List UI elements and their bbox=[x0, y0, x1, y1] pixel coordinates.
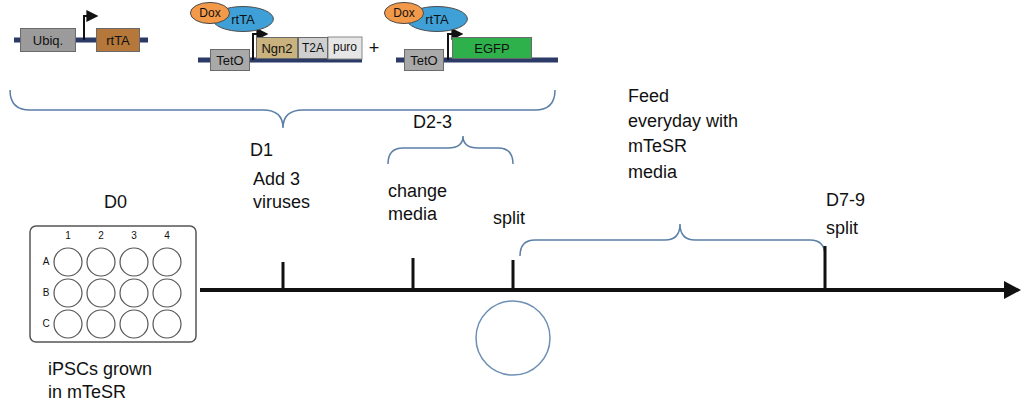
well bbox=[153, 279, 181, 307]
gene-label: puro bbox=[329, 40, 361, 54]
well bbox=[87, 310, 115, 338]
node-label: rtTA bbox=[425, 13, 449, 26]
step-label: split bbox=[493, 208, 525, 230]
culture-dish bbox=[476, 301, 550, 375]
well bbox=[153, 310, 181, 338]
teto-box: TetO bbox=[210, 49, 250, 71]
timeline bbox=[200, 288, 1006, 292]
teto-box: TetO bbox=[404, 49, 444, 71]
row-letter: B bbox=[40, 287, 52, 299]
step-label: split bbox=[826, 218, 858, 240]
node-label: Dox bbox=[393, 7, 414, 19]
well-plate bbox=[30, 226, 196, 342]
node-label: Ubiq. bbox=[33, 34, 63, 47]
step-label: Add 3 viruses bbox=[253, 168, 325, 215]
brace bbox=[10, 90, 555, 128]
well bbox=[54, 310, 82, 338]
node-label: TetO bbox=[216, 54, 243, 67]
oval-fill bbox=[384, 2, 423, 23]
well bbox=[120, 310, 148, 338]
oval-fill bbox=[213, 7, 274, 32]
wells bbox=[54, 248, 181, 338]
t2a-box: T2A bbox=[298, 37, 328, 59]
well bbox=[120, 279, 148, 307]
plus-sign: + bbox=[364, 38, 384, 60]
node-label: Ngn2 bbox=[261, 42, 292, 55]
node-label: TetO bbox=[410, 54, 437, 67]
tick bbox=[824, 246, 827, 290]
day-label: D7-9 bbox=[826, 190, 865, 212]
column-number: 2 bbox=[95, 230, 107, 242]
promoter-arrow bbox=[84, 16, 96, 40]
column-number: 1 bbox=[62, 230, 74, 242]
oval-fill bbox=[407, 7, 468, 32]
tick bbox=[512, 260, 515, 290]
brace bbox=[388, 136, 513, 164]
dox-oval: Dox bbox=[384, 2, 424, 24]
well bbox=[120, 248, 148, 276]
puro-segment bbox=[328, 37, 362, 59]
oval-fill bbox=[190, 2, 229, 23]
promoter-box: Ubiq. bbox=[20, 28, 76, 52]
node-label: rtTA bbox=[231, 13, 255, 26]
step-label: change media bbox=[388, 180, 458, 227]
gene-box: Ngn2 bbox=[256, 37, 298, 59]
gene-box: EGFP bbox=[452, 37, 532, 59]
brace bbox=[520, 224, 825, 256]
well bbox=[153, 248, 181, 276]
day-label: D1 bbox=[250, 140, 273, 162]
well bbox=[54, 279, 82, 307]
dox-oval: Dox bbox=[190, 2, 230, 24]
day-label: D0 bbox=[104, 192, 127, 214]
column-number: 3 bbox=[128, 230, 140, 242]
well bbox=[87, 279, 115, 307]
caption-text: iPSCs grown in mTeSR bbox=[48, 358, 160, 403]
well bbox=[54, 248, 82, 276]
tick bbox=[282, 262, 285, 290]
column-number: 4 bbox=[161, 230, 173, 242]
node-label: T2A bbox=[302, 42, 324, 54]
day-label: D2-3 bbox=[413, 112, 452, 134]
step-label: Feed everyday with mTeSR media bbox=[628, 84, 741, 185]
node-label: EGFP bbox=[474, 42, 509, 55]
row-letter: A bbox=[40, 256, 52, 268]
gene-box: rtTA bbox=[96, 28, 140, 52]
timeline-arrowhead bbox=[1004, 281, 1021, 299]
well bbox=[87, 248, 115, 276]
node-label: rtTA bbox=[106, 34, 130, 47]
row-letter: C bbox=[40, 318, 52, 330]
node-label: Dox bbox=[199, 7, 220, 19]
tick bbox=[412, 258, 415, 290]
